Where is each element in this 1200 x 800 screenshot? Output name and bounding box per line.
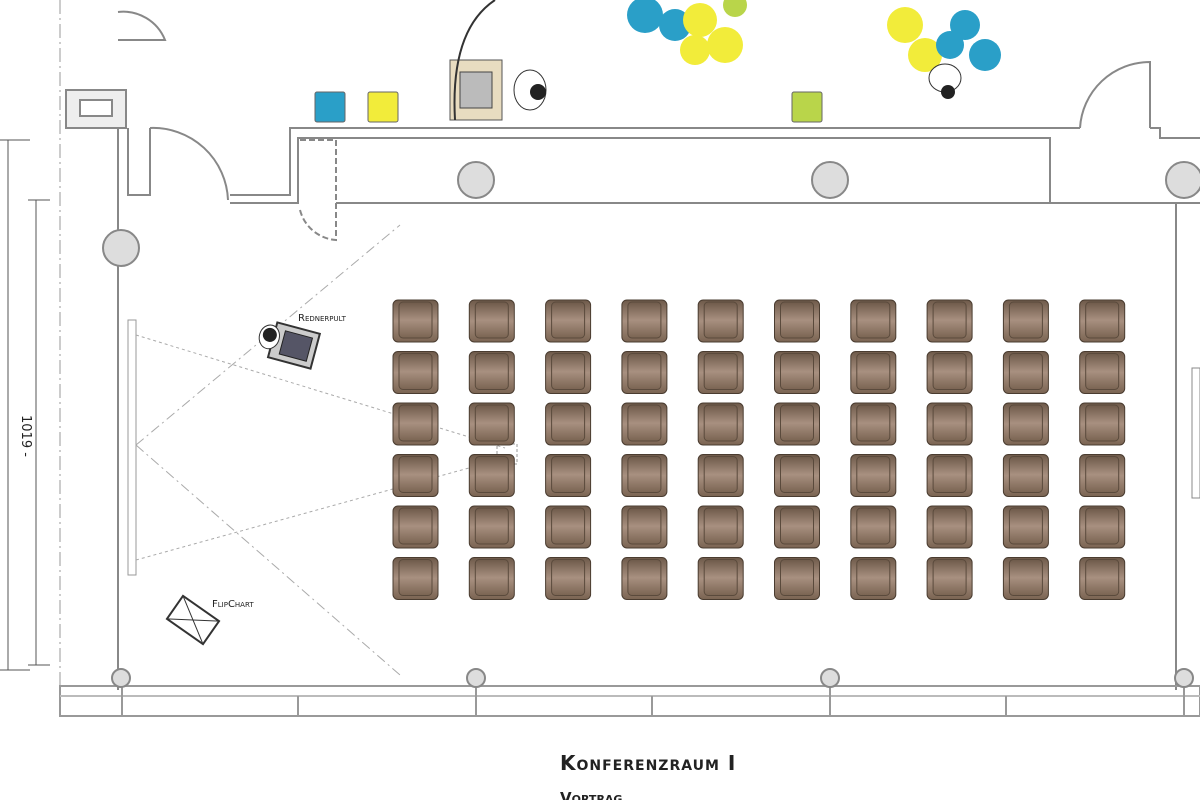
chair [392,299,439,343]
chair [468,351,515,394]
lectern-label: Rednerpult [298,313,347,324]
chair [697,557,744,600]
chair [468,454,515,497]
chair [774,402,820,446]
pouf-yellow [367,91,399,123]
chair [545,454,592,497]
chair [621,351,668,394]
chair [697,454,744,497]
lectern [258,321,322,370]
seating-cluster-1 [627,0,747,65]
chair [1079,402,1126,446]
chair [1002,351,1049,394]
chair [774,505,820,549]
chair [850,402,897,446]
chair [697,505,744,549]
chair [1002,299,1049,343]
side-screen [1191,367,1200,499]
pouf-green [791,91,823,123]
chair [392,454,439,497]
room-subtitle: Vortrag [560,789,622,800]
chair [926,402,973,446]
lounge-area [314,0,1001,123]
chair [545,557,592,600]
chair [621,454,668,497]
chair [926,351,973,394]
chair [926,557,973,600]
chair [850,454,897,497]
chair [850,351,897,394]
chair [545,402,592,446]
flipchart [165,594,221,646]
chair [850,557,897,600]
chair [621,505,668,549]
chair [392,402,439,446]
chair [545,351,592,394]
chair [850,505,897,549]
chair [468,505,515,549]
chair [545,299,592,343]
seating-cluster-2 [887,7,1001,99]
chair [774,454,820,497]
chair [774,351,820,394]
chair [1002,557,1049,600]
chair-grid [392,299,1126,600]
chair [468,299,515,343]
dimension-lines [0,139,50,671]
walls [59,10,1200,717]
chair [697,351,744,394]
room-title: Konferenzraum I [560,751,736,775]
chair [392,505,439,549]
chair [1079,299,1126,343]
chair [468,402,515,446]
chair [392,557,439,600]
chair [1079,454,1126,497]
chair [926,505,973,549]
chair [697,299,744,343]
dimension-label: 1019 - [18,415,33,457]
pouf-blue [314,91,346,123]
flipchart-label: FlipChart [212,599,254,610]
chair [545,505,592,549]
chair [468,557,515,600]
chair [621,402,668,446]
chair [1002,402,1049,446]
chair [621,557,668,600]
columns [102,161,1200,688]
chair [1079,557,1126,600]
chair [850,299,897,343]
chair [926,454,973,497]
chair [392,351,439,394]
chair [1079,505,1126,549]
chair [1002,505,1049,549]
chair [774,299,820,343]
chair [621,299,668,343]
chair [1002,454,1049,497]
chair [1079,351,1126,394]
chair [774,557,820,600]
chair [926,299,973,343]
chair [697,402,744,446]
